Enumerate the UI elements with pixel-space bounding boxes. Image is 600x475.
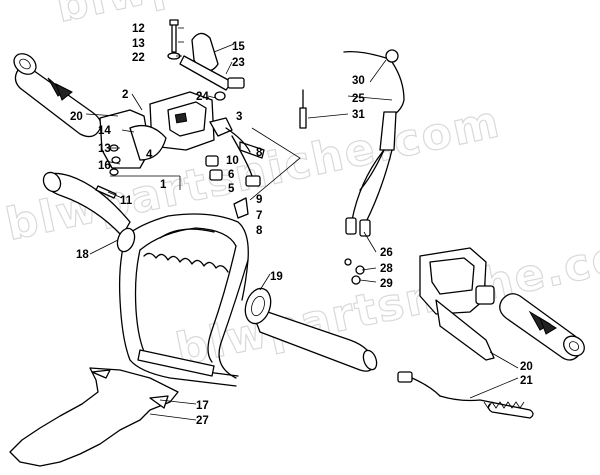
callout-8-upper: 8 bbox=[256, 147, 263, 159]
callout-17: 17 bbox=[196, 400, 209, 412]
callout-23: 23 bbox=[232, 57, 245, 69]
callout-19: 19 bbox=[270, 271, 283, 283]
callout-31: 31 bbox=[352, 109, 365, 121]
callout-6: 6 bbox=[228, 169, 234, 181]
svg-text:blwpartsniche: blwpartsniche bbox=[52, 0, 431, 33]
callout-20-left: 20 bbox=[70, 111, 83, 123]
callout-26: 26 bbox=[380, 247, 393, 259]
callout-20-right: 20 bbox=[520, 361, 533, 373]
callout-11: 11 bbox=[120, 195, 133, 207]
wiring-harness bbox=[299, 49, 405, 285]
callout-labels: 1 2 3 4 5 6 7 8 8 9 10 11 12 13 13 14 15… bbox=[70, 23, 533, 427]
callout-12: 12 bbox=[132, 23, 145, 35]
callout-18: 18 bbox=[76, 249, 89, 261]
callout-8-lower: 8 bbox=[256, 225, 263, 237]
callout-15: 15 bbox=[232, 41, 245, 53]
callout-4: 4 bbox=[146, 149, 153, 161]
right-grip bbox=[499, 293, 585, 361]
callout-14: 14 bbox=[98, 125, 111, 137]
handlebar-pad bbox=[9, 367, 179, 467]
callout-21: 21 bbox=[520, 375, 533, 387]
callout-13-lower: 13 bbox=[98, 143, 111, 155]
switch-housing bbox=[95, 19, 301, 201]
coiled-wire bbox=[397, 371, 534, 419]
switch-parts bbox=[205, 117, 265, 219]
brake-assembly bbox=[419, 247, 495, 361]
leader-lines bbox=[85, 27, 519, 421]
callout-3: 3 bbox=[236, 111, 242, 123]
callout-2: 2 bbox=[122, 89, 128, 101]
callout-16: 16 bbox=[98, 160, 111, 172]
callout-9: 9 bbox=[256, 194, 262, 206]
left-grip bbox=[13, 53, 102, 138]
callout-10: 10 bbox=[226, 155, 239, 167]
callout-28: 28 bbox=[380, 263, 393, 275]
callout-24: 24 bbox=[196, 91, 209, 103]
callout-1: 1 bbox=[160, 179, 167, 191]
callout-25: 25 bbox=[352, 93, 365, 105]
callout-30: 30 bbox=[352, 75, 365, 87]
callout-29: 29 bbox=[380, 278, 393, 290]
callout-22: 22 bbox=[132, 52, 145, 64]
callout-27: 27 bbox=[196, 415, 209, 427]
callout-5: 5 bbox=[228, 183, 235, 195]
callout-13-upper: 13 bbox=[132, 38, 145, 50]
handlebar bbox=[42, 171, 378, 387]
callout-7: 7 bbox=[256, 210, 262, 222]
